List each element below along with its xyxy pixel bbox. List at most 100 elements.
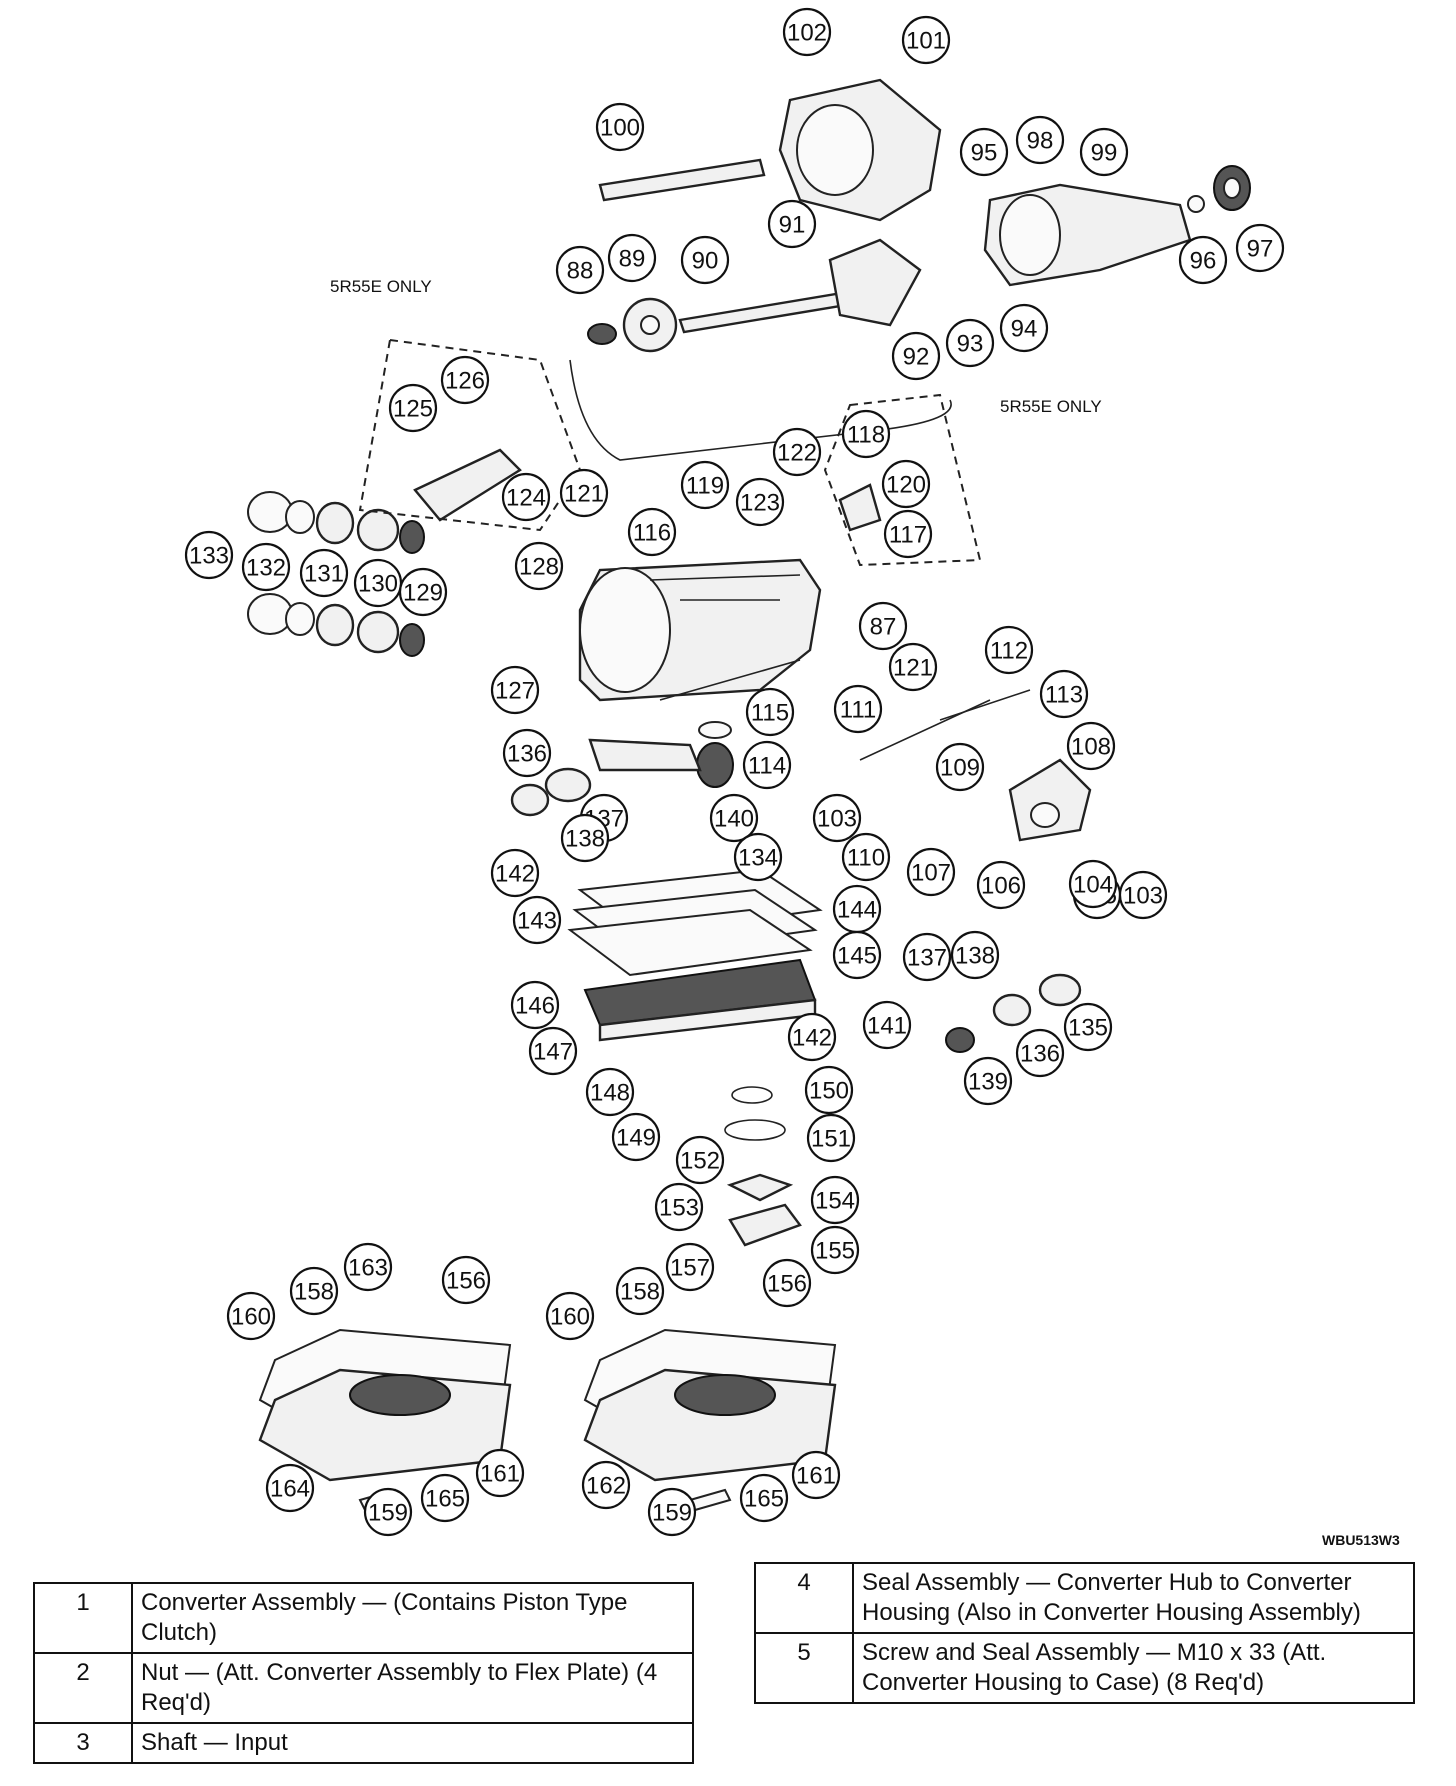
callout-label: 109 (940, 755, 980, 782)
legend-description: Converter Assembly — (Contains Piston Ty… (131, 1582, 694, 1654)
callout-130: 130 (353, 558, 403, 608)
callout-label: 126 (445, 368, 485, 395)
callout-label: 142 (495, 861, 535, 888)
callout-label: 108 (1071, 734, 1111, 761)
callout-label: 157 (670, 1255, 710, 1282)
callout-159: 159 (363, 1487, 413, 1537)
callout-label: 104 (1073, 872, 1113, 899)
callout-121: 121 (888, 642, 938, 692)
legend-number: 1 (33, 1582, 133, 1654)
callout-138: 138 (950, 930, 1000, 980)
legend-description: Shaft — Input (131, 1722, 694, 1764)
callout-95: 95 (959, 127, 1009, 177)
callout-108: 108 (1066, 721, 1116, 771)
legend-number: 5 (754, 1632, 854, 1704)
callout-label: 103 (817, 806, 857, 833)
callout-132: 132 (241, 542, 291, 592)
callout-label: 164 (270, 1476, 310, 1503)
callout-label: 142 (792, 1025, 832, 1052)
callout-label: 137 (907, 945, 947, 972)
callout-label: 98 (1027, 128, 1054, 155)
callout-label: 92 (903, 344, 930, 371)
callout-94: 94 (999, 303, 1049, 353)
callout-131: 131 (299, 548, 349, 598)
callout-119: 119 (680, 460, 730, 510)
callout-101: 101 (901, 15, 951, 65)
callout-label: 121 (893, 655, 933, 682)
callout-label: 125 (393, 396, 433, 423)
callout-label: 124 (506, 485, 546, 512)
callout-110: 110 (841, 832, 891, 882)
callout-label: 103 (1123, 883, 1163, 910)
callout-103: 103 (812, 793, 862, 843)
callout-145: 145 (832, 930, 882, 980)
callout-label: 148 (590, 1080, 630, 1107)
callout-label: 150 (809, 1078, 849, 1105)
callout-104: 104 (1068, 859, 1118, 909)
callout-label: 113 (1045, 682, 1083, 709)
callout-label: 144 (837, 897, 877, 924)
callout-label: 139 (968, 1069, 1008, 1096)
figure-id: WBU513W3 (1322, 1532, 1400, 1548)
callout-label: 95 (971, 140, 998, 167)
callout-89: 89 (607, 233, 657, 283)
callout-124: 124 (501, 472, 551, 522)
callout-154: 154 (810, 1175, 860, 1225)
callout-107: 107 (906, 847, 956, 897)
callout-label: 96 (1190, 248, 1217, 275)
callout-133: 133 (184, 530, 234, 580)
callout-label: 101 (906, 28, 946, 55)
callout-136: 136 (1015, 1028, 1065, 1078)
callout-label: 116 (633, 520, 671, 547)
callout-98: 98 (1015, 115, 1065, 165)
callout-label: 133 (189, 543, 229, 570)
callout-147: 147 (528, 1026, 578, 1076)
callout-label: 130 (358, 571, 398, 598)
callout-87: 87 (858, 601, 908, 651)
callout-label: 158 (294, 1279, 334, 1306)
callout-162: 162 (581, 1460, 631, 1510)
exploded-parts-diagram: 5R55E ONLY 5R55E ONLY WBU513W3 100101102… (184, 7, 1400, 1548)
callout-label: 132 (246, 555, 286, 582)
callout-117: 117 (883, 509, 933, 559)
callout-156: 156 (762, 1258, 812, 1308)
callout-label: 163 (348, 1255, 388, 1282)
callout-120: 120 (881, 459, 931, 509)
callout-label: 151 (811, 1126, 851, 1153)
callout-label: 89 (619, 246, 646, 273)
legend-number: 3 (33, 1722, 133, 1764)
callout-126: 126 (440, 355, 490, 405)
callout-150: 150 (804, 1065, 854, 1115)
callout-138: 138 (560, 813, 610, 863)
callout-153: 153 (654, 1182, 704, 1232)
callout-111: 111 (833, 684, 883, 734)
legend-number: 4 (754, 1562, 854, 1634)
callout-label: 160 (231, 1304, 271, 1331)
callout-label: 138 (955, 943, 995, 970)
callout-158: 158 (289, 1266, 339, 1316)
callout-165: 165 (739, 1473, 789, 1523)
callout-136: 136 (502, 728, 552, 778)
callout-135: 135 (1063, 1002, 1113, 1052)
callout-label: 156 (767, 1271, 807, 1298)
callout-label: 120 (886, 472, 926, 499)
callout-label: 90 (692, 248, 719, 275)
callout-label: 100 (600, 115, 640, 142)
callout-102: 102 (782, 7, 832, 57)
callout-114: 114 (742, 740, 792, 790)
callout-109: 109 (935, 742, 985, 792)
callout-103: 103 (1118, 870, 1168, 920)
callout-label: 136 (1020, 1041, 1060, 1068)
callout-label: 99 (1091, 140, 1118, 167)
callout-142: 142 (490, 848, 540, 898)
callout-label: 93 (957, 331, 984, 358)
callout-140: 140 (709, 793, 759, 843)
callout-92: 92 (891, 331, 941, 381)
callout-90: 90 (680, 235, 730, 285)
callout-163: 163 (343, 1242, 393, 1292)
callout-label: 123 (740, 490, 780, 517)
